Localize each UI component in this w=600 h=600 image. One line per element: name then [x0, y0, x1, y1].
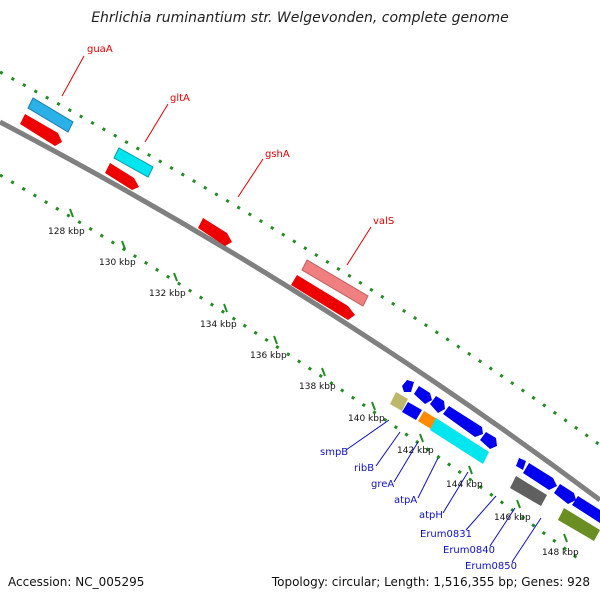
tick-label: 130 kbp — [99, 258, 136, 268]
tick-label: 136 kbp — [250, 351, 287, 361]
tick-label: 144 kbp — [446, 480, 483, 490]
gc-track-inner — [0, 173, 581, 562]
topology-summary: Topology: circular; Length: 1,516,355 bp… — [271, 575, 590, 589]
tick-label: 148 kbp — [542, 548, 579, 558]
feature-guaA[interactable] — [20, 114, 62, 146]
label-erum0840[interactable]: Erum0840 — [443, 545, 495, 556]
tick-label: 134 kbp — [200, 320, 237, 330]
label-gltA[interactable]: gltA — [170, 93, 190, 104]
tick-label: 128 kbp — [48, 227, 85, 237]
feature-gshA[interactable] — [198, 218, 232, 246]
gene-labels: guaA gltA gshA valS smpB ribB greA atpA … — [87, 44, 517, 572]
label-gshA[interactable]: gshA — [265, 149, 290, 160]
feature-forward-4[interactable] — [443, 406, 483, 437]
feature-erum0850[interactable] — [558, 508, 600, 541]
feature-erum0831[interactable] — [510, 476, 547, 506]
feature-greA[interactable] — [418, 411, 437, 429]
label-atpH[interactable]: atpH — [419, 510, 443, 521]
feature-forward-9[interactable] — [572, 496, 600, 523]
accession-text: Accession: NC_005295 — [8, 575, 144, 589]
label-erum0850[interactable]: Erum0850 — [465, 561, 517, 572]
label-guaA[interactable]: guaA — [87, 44, 113, 55]
label-smpB[interactable]: smpB — [320, 447, 348, 458]
label-leaders — [61, 55, 542, 563]
tick-label: 140 kbp — [348, 414, 385, 424]
tick-label: 142 kbp — [397, 446, 434, 456]
forward-features — [27, 97, 600, 523]
feature-valS[interactable] — [291, 275, 355, 320]
feature-forward-3[interactable] — [430, 396, 445, 413]
tick-labels: 128 kbp 130 kbp 132 kbp 134 kbp 136 kbp … — [48, 227, 579, 558]
feature-atpA[interactable] — [430, 418, 489, 464]
label-atpA[interactable]: atpA — [394, 495, 417, 506]
feature-forward-1[interactable] — [402, 380, 414, 392]
feature-smpB[interactable] — [390, 392, 408, 411]
feature-gltA[interactable] — [105, 163, 139, 190]
gc-track-outer — [0, 70, 600, 447]
feature-ribB[interactable] — [402, 402, 422, 420]
feature-forward-7[interactable] — [523, 463, 557, 490]
tick-label: 132 kbp — [149, 289, 186, 299]
feature-forward-8[interactable] — [554, 484, 576, 504]
feature-forward-6[interactable] — [516, 458, 526, 470]
feature-forward-5[interactable] — [480, 432, 497, 449]
reverse-features — [20, 114, 600, 541]
label-ribB[interactable]: ribB — [354, 463, 374, 474]
feature-gltA-outer[interactable] — [113, 147, 154, 178]
label-erum0831[interactable]: Erum0831 — [420, 529, 472, 540]
label-valS[interactable]: valS — [373, 216, 394, 227]
genome-backbone — [0, 119, 600, 503]
map-title: Ehrlichia ruminantium str. Welgevonden, … — [91, 10, 509, 26]
tick-label: 146 kbp — [494, 513, 531, 523]
feature-guaA-outer[interactable] — [27, 97, 74, 133]
label-greA[interactable]: greA — [371, 479, 394, 490]
feature-valS-outer[interactable] — [301, 259, 369, 307]
tick-marks — [69, 208, 568, 543]
tick-label: 138 kbp — [299, 382, 336, 392]
feature-forward-2[interactable] — [414, 386, 432, 404]
